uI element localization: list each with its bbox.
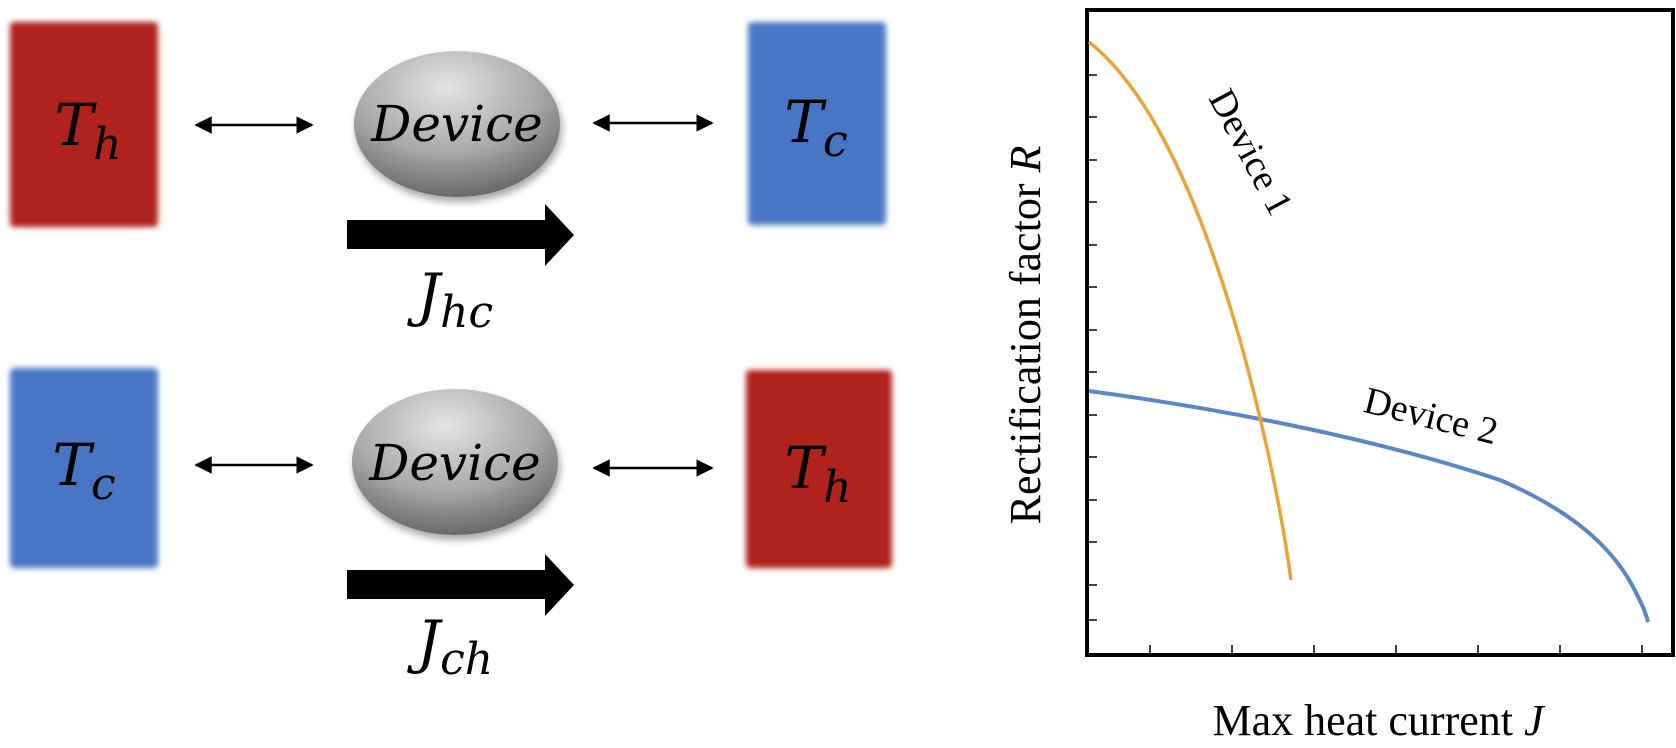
x-axis-label: Max heat current J — [1212, 696, 1546, 745]
top-left-reservoir — [10, 22, 158, 227]
plot-frame — [1085, 8, 1675, 657]
rectification-plot: Device 1 Device 2 Max heat current J Rec… — [1001, 8, 1675, 745]
y-axis-ticks — [1089, 74, 1097, 621]
top-left-reservoir-label: Th — [54, 91, 121, 170]
x-axis-ticks — [1149, 645, 1643, 653]
top-device-label: Device — [370, 95, 543, 153]
top-right-reservoir-label: Tc — [784, 88, 847, 167]
top-device-ellipse — [354, 51, 560, 197]
y-axis-label: Rectification factor R — [1001, 146, 1050, 525]
bottom-heat-current-arrow — [347, 554, 574, 616]
top-heat-current-arrow — [347, 204, 574, 266]
top-row: Th Device Tc Jhc — [10, 22, 886, 338]
top-heat-current-label: Jhc — [407, 261, 493, 338]
bottom-device-ellipse — [352, 389, 558, 535]
top-right-reservoir — [748, 22, 886, 225]
bottom-device-label: Device — [368, 434, 541, 492]
bottom-left-reservoir — [10, 368, 158, 568]
bottom-left-reservoir-label: Tc — [52, 431, 115, 510]
device1-curve — [1087, 40, 1293, 581]
bottom-right-reservoir-label: Th — [784, 434, 851, 513]
device2-curve — [1088, 389, 1650, 623]
bottom-heat-current-label: Jch — [407, 608, 493, 685]
bottom-row: Tc Device Th Jch — [10, 368, 892, 685]
bottom-right-reservoir — [746, 370, 892, 568]
